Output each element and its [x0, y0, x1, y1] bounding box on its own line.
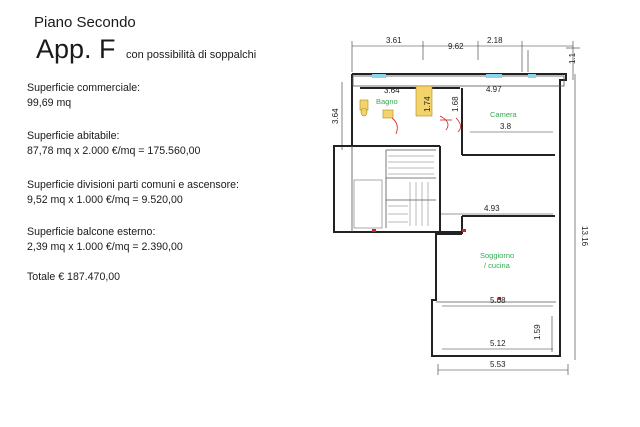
dim-overall-bottom: 5.53 [490, 360, 506, 369]
dim-right-small: 1.1 [568, 52, 577, 64]
doors [391, 115, 461, 135]
dim-overall-height: 13.16 [580, 226, 589, 247]
dim-bath-width: 3.64 [384, 86, 400, 95]
dim-mid-width: 4.93 [484, 204, 500, 213]
dim-top-left: 3.61 [386, 36, 402, 45]
staircase [353, 155, 434, 229]
floor-plan: 3.61 9.62 2.18 1.1 3.64 3.64 1.68 1.74 4… [331, 36, 589, 375]
balcony-surface: Superficie balcone esterno: 2,39 mq x 1.… [27, 225, 183, 255]
apartment-title: App. F con possibilità di soppalchi [36, 34, 256, 65]
red-marks [372, 229, 501, 300]
habitable-surface-value: 87,78 mq x 2.000 €/mq = 175.560,00 [27, 145, 201, 157]
apartment-note: con possibilità di soppalchi [126, 49, 257, 61]
dim-bath-small: 1.68 [451, 96, 460, 112]
balcony-surface-value: 2,39 mq x 1.000 €/mq = 2.390,00 [27, 241, 183, 253]
windows [372, 74, 536, 78]
room-bath: Bagno [376, 97, 398, 106]
walls [333, 73, 567, 357]
room-bedroom: Camera [490, 110, 518, 119]
commercial-surface-label: Superficie commerciale: [27, 82, 141, 94]
apartment-name: App. F [36, 34, 116, 64]
room-living: Soggiorno [480, 251, 514, 260]
dim-bedroom-top: 4.97 [486, 85, 502, 94]
common-surface-label: Superficie divisioni parti comuni e asce… [27, 179, 239, 191]
balcony-surface-label: Superficie balcone esterno: [27, 226, 156, 238]
bathroom-fixtures [359, 85, 433, 119]
floor-label: Piano Secondo [34, 14, 136, 31]
room-kitchen: / cucina [484, 261, 511, 270]
common-surface-value: 9,52 mq x 1.000 €/mq = 9.520,00 [27, 194, 183, 206]
dim-balcony-width: 5.12 [490, 339, 506, 348]
dim-top-mid: 9.62 [448, 42, 464, 51]
dim-bath-height: 3.64 [331, 108, 340, 124]
dim-bath-small-2: 1.74 [423, 96, 432, 112]
total-price: Totale € 187.470,00 [27, 271, 121, 283]
thin-walls [351, 75, 565, 303]
dim-bedroom-bottom: 3.8 [500, 122, 512, 131]
dim-living-bottom: 5.08 [490, 296, 506, 305]
habitable-surface: Superficie abitabile: 87,78 mq x 2.000 €… [27, 129, 200, 159]
dim-balcony-depth: 1.59 [533, 324, 542, 340]
commercial-surface: Superficie commerciale: 99,69 mq [27, 81, 140, 111]
common-surface: Superficie divisioni parti comuni e asce… [27, 178, 239, 208]
commercial-surface-value: 99,69 mq [27, 97, 72, 109]
dim-top-right: 2.18 [487, 36, 503, 45]
habitable-surface-label: Superficie abitabile: [27, 130, 120, 142]
top-dimension-lines [341, 41, 580, 375]
